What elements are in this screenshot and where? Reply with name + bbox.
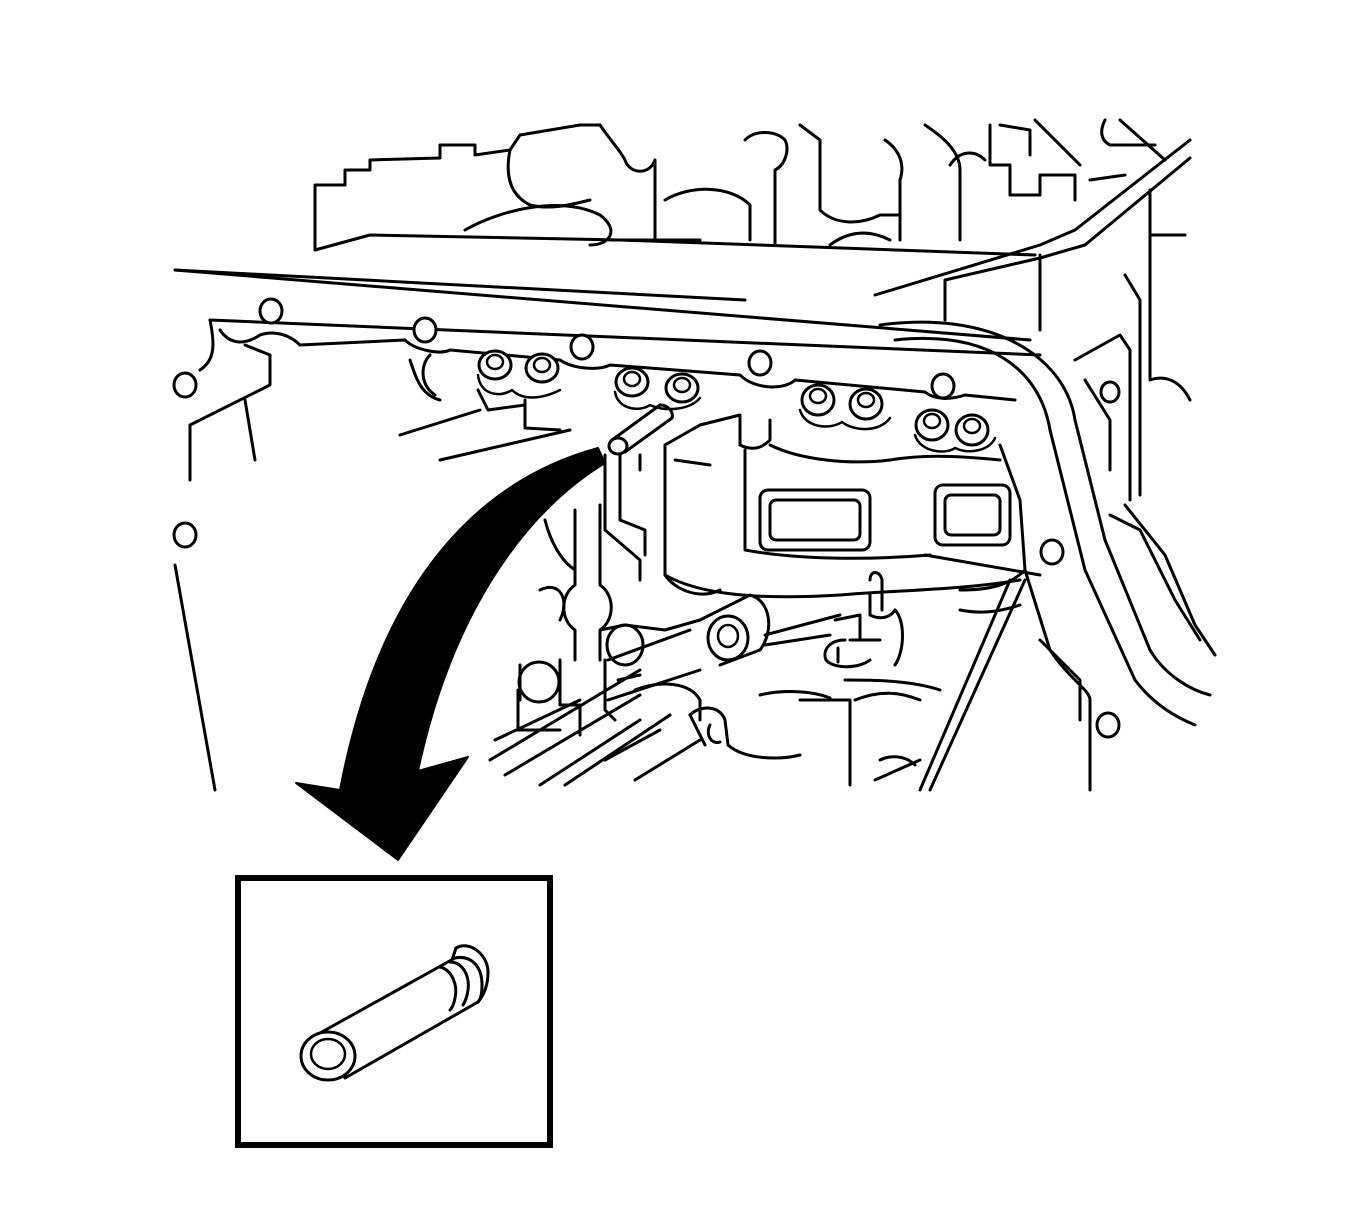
bolt-hole [172, 521, 198, 549]
bolt-hole [747, 349, 773, 377]
gasket-flange [173, 268, 1042, 482]
lower-pipes [398, 353, 1092, 792]
right-oil-pipe [878, 320, 1217, 727]
bolt-hole [172, 371, 198, 399]
transmission-case [313, 118, 1192, 497]
inset-detail-box [235, 875, 553, 1148]
bolt-hole [412, 316, 438, 344]
removal-arrow [295, 447, 606, 861]
oil-tube-pipe-icon [299, 944, 490, 1082]
case-left-edge [173, 563, 217, 792]
bolt-hole [930, 372, 956, 400]
bolt-hole [258, 297, 284, 325]
upper-oil-pipe [873, 138, 1192, 297]
bolt-hole [1095, 711, 1121, 739]
valve-body-bolts [476, 349, 997, 453]
bolt-hole [1039, 538, 1065, 566]
inset-frame [235, 875, 553, 1148]
pipe-stub [607, 403, 674, 456]
flange-bolt-holes [172, 297, 1121, 739]
bolt-hole [569, 333, 595, 361]
